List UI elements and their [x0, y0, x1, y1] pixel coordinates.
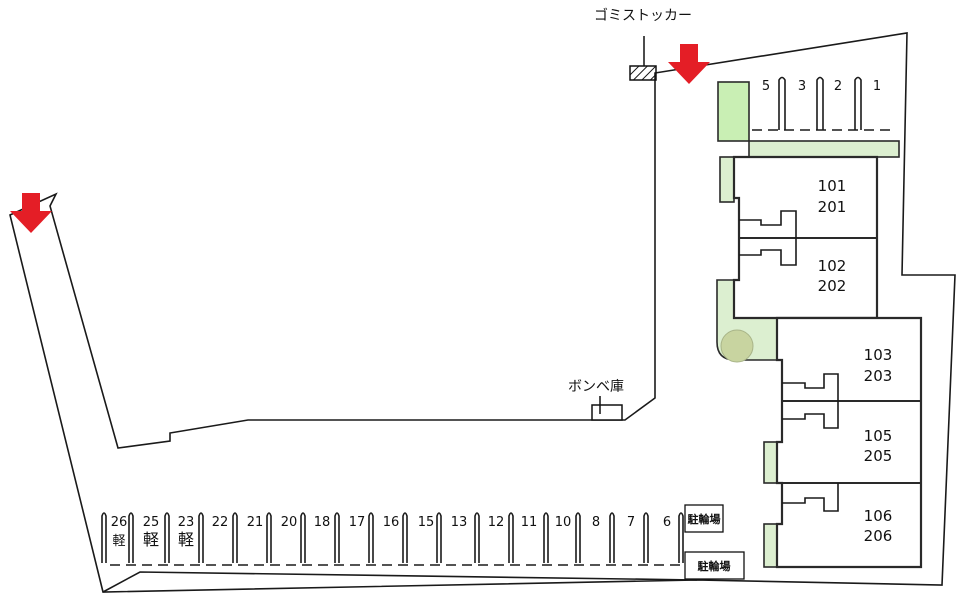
garbage-stocker-icon	[629, 65, 657, 81]
unit-number: 103	[864, 346, 893, 364]
parking-divider	[543, 512, 549, 563]
tree-icon	[720, 329, 754, 363]
top-parking: 5 3 2 1	[752, 76, 892, 131]
parking-space-number: 6	[663, 515, 671, 530]
parking-space-number: 3	[798, 79, 806, 94]
parking-space-number: 11	[521, 515, 538, 530]
parking-divider	[474, 512, 480, 563]
parking-space-number: 8	[592, 515, 600, 530]
parking-divider	[678, 512, 684, 563]
planting-area	[763, 523, 778, 568]
planting-area	[763, 441, 778, 484]
gas-cylinder-shed-label: ボンベ庫	[568, 378, 624, 395]
unit-number: 201	[818, 198, 847, 216]
kei-car-mark: 軽	[112, 534, 125, 549]
parking-divider	[508, 512, 514, 563]
parking-space-number: 10	[555, 515, 572, 530]
parking-space-number: 15	[418, 515, 435, 530]
parking-lane-edge	[102, 571, 698, 593]
gas-cylinder-shed	[591, 404, 623, 421]
parking-space-number: 18	[314, 515, 331, 530]
bicycle-parking-1	[684, 504, 724, 533]
parking-space-number: 7	[627, 515, 635, 530]
parking-space-number: 20	[281, 515, 298, 530]
parking-space-number: 13	[451, 515, 468, 530]
entrance-arrow-icon	[668, 44, 710, 84]
planting-area	[717, 81, 750, 142]
unit-number: 106	[864, 507, 893, 525]
planting-area	[719, 156, 735, 203]
bicycle-parking-label: 駐輪場	[698, 559, 731, 573]
parking-divider	[436, 512, 442, 563]
parking-space-number: 23	[178, 515, 195, 530]
parking-space-number: 16	[383, 515, 400, 530]
entrance-arrow-icon	[10, 193, 52, 233]
parking-space-number: 1	[873, 79, 881, 94]
parking-divider	[368, 512, 374, 563]
bicycle-parking-2	[684, 551, 745, 580]
garbage-stocker-label: ゴミストッカー	[594, 7, 692, 24]
parking-divider	[334, 512, 340, 563]
parking-space-number: 21	[247, 515, 264, 530]
parking-space-number: 2	[834, 79, 842, 94]
unit-number: 202	[818, 277, 847, 295]
unit-number: 101	[818, 177, 847, 195]
parking-divider	[232, 512, 238, 563]
planting-area	[748, 140, 900, 158]
parking-divider	[575, 512, 581, 563]
parking-divider	[198, 512, 204, 563]
parking-space-number: 22	[212, 515, 229, 530]
parking-divider	[164, 512, 170, 563]
parking-space-number: 25	[143, 515, 160, 530]
parking-space-number: 26	[111, 515, 128, 530]
unit-number: 206	[864, 527, 893, 545]
parking-divider	[266, 512, 272, 563]
entrance-hall	[782, 483, 839, 512]
entrance-hall	[782, 373, 839, 429]
unit-number: 105	[864, 427, 893, 445]
parking-divider	[300, 512, 306, 563]
parking-divider	[128, 512, 134, 563]
entrance-hall	[739, 210, 797, 266]
parking-space-number: 17	[349, 515, 366, 530]
unit-number: 102	[818, 257, 847, 275]
parking-space-number: 5	[762, 79, 770, 94]
parking-divider	[609, 512, 615, 563]
bicycle-parking-label: 駐輪場	[688, 512, 721, 526]
kei-car-mark: 軽	[178, 530, 194, 549]
parking-divider	[402, 512, 408, 563]
kei-car-mark: 軽	[143, 530, 159, 549]
building-103-106	[775, 316, 923, 569]
parking-divider	[101, 512, 107, 563]
unit-number: 203	[864, 367, 893, 385]
unit-number: 205	[864, 447, 893, 465]
parking-divider	[643, 512, 649, 563]
parking-space-number: 12	[488, 515, 505, 530]
site-boundary	[9, 32, 956, 593]
